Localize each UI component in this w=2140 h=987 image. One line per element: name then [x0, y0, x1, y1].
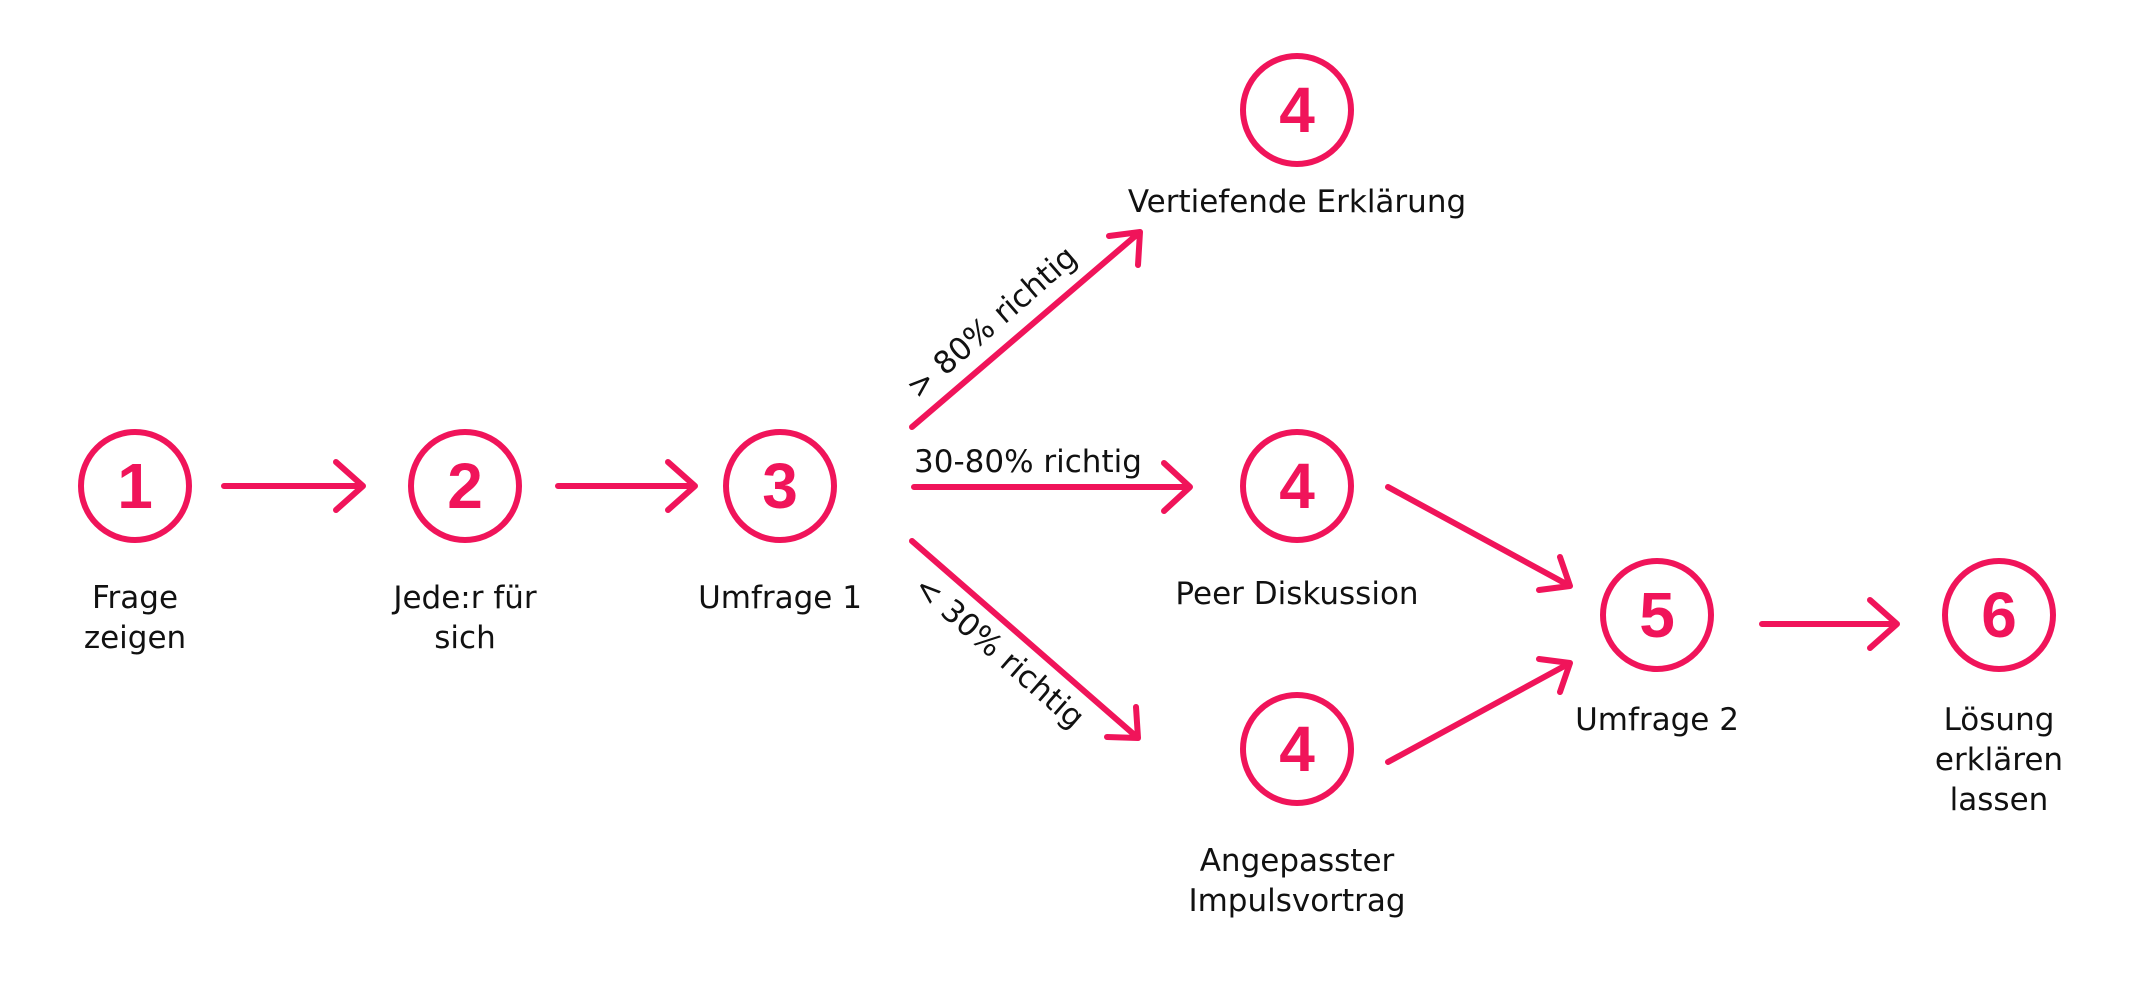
node-4-middle-circle: [1240, 429, 1354, 543]
arrow-4-bottom-to-5: [1385, 656, 1573, 765]
node-4-bottom-label-line-1: Angepasster: [1200, 843, 1395, 879]
node-2-number: 2: [447, 450, 483, 522]
node-4-bottom-circle: [1240, 692, 1354, 806]
node-6-label-line-1: Lösung: [1944, 702, 2055, 738]
arrow-5-to-6: [1759, 597, 1900, 651]
arrow-3-to-4-middle: [911, 460, 1193, 514]
node-1-label-line-2: zeigen: [84, 620, 186, 656]
node-2: 2 Jede:r für sich: [391, 429, 537, 656]
arrow-3-to-4-bottom: [909, 538, 1141, 741]
node-4-bottom: 4 Angepasster Impulsvortrag: [1188, 692, 1406, 919]
node-3-number: 3: [762, 450, 798, 522]
node-4-top-label-line-1: Vertiefende Erklärung: [1128, 184, 1466, 220]
node-3-label-line-1: Umfrage 1: [698, 580, 862, 616]
node-4-top: 4 Vertiefende Erklärung: [1128, 53, 1466, 220]
node-4-bottom-number: 4: [1279, 713, 1315, 785]
node-4-middle: 4 Peer Diskussion: [1175, 429, 1419, 612]
node-2-circle: [408, 429, 522, 543]
edge-label-middle: 30-80% richtig: [914, 444, 1142, 480]
arrow-2-to-3: [555, 459, 698, 513]
node-4-top-number: 4: [1279, 74, 1315, 146]
node-4-bottom-label-line-2: Impulsvortrag: [1188, 883, 1405, 919]
node-1-number: 1: [117, 450, 153, 522]
node-5-number: 5: [1639, 579, 1675, 651]
node-6-label-line-3: lassen: [1950, 782, 2049, 818]
node-4-middle-label-line-1: Peer Diskussion: [1175, 576, 1418, 612]
node-5: 5 Umfrage 2: [1575, 558, 1739, 738]
node-2-label-line-2: sich: [434, 620, 495, 656]
node-5-circle: [1600, 558, 1714, 672]
node-1-circle: [78, 429, 192, 543]
node-5-label-line-1: Umfrage 2: [1575, 702, 1739, 738]
node-3-circle: [723, 429, 837, 543]
arrow-3-to-4-top: [909, 229, 1143, 430]
node-4-top-circle: [1240, 53, 1354, 167]
node-6-label-line-2: erklären: [1935, 742, 2063, 778]
arrow-1-to-2: [221, 459, 366, 513]
edge-label-upper: > 80% richtig: [900, 239, 1084, 406]
arrow-4-middle-to-5: [1385, 484, 1573, 593]
node-6-circle: [1942, 558, 2056, 672]
node-2-label-line-1: Jede:r für: [391, 580, 537, 616]
node-6-number: 6: [1981, 579, 2017, 651]
node-6: 6 Lösung erklären lassen: [1935, 558, 2063, 818]
node-3: 3 Umfrage 1: [698, 429, 862, 616]
edge-label-lower: < 30% richtig: [907, 569, 1091, 736]
node-4-middle-number: 4: [1279, 450, 1315, 522]
node-1-label-line-1: Frage: [92, 580, 178, 616]
node-1: 1 Frage zeigen: [78, 429, 192, 656]
